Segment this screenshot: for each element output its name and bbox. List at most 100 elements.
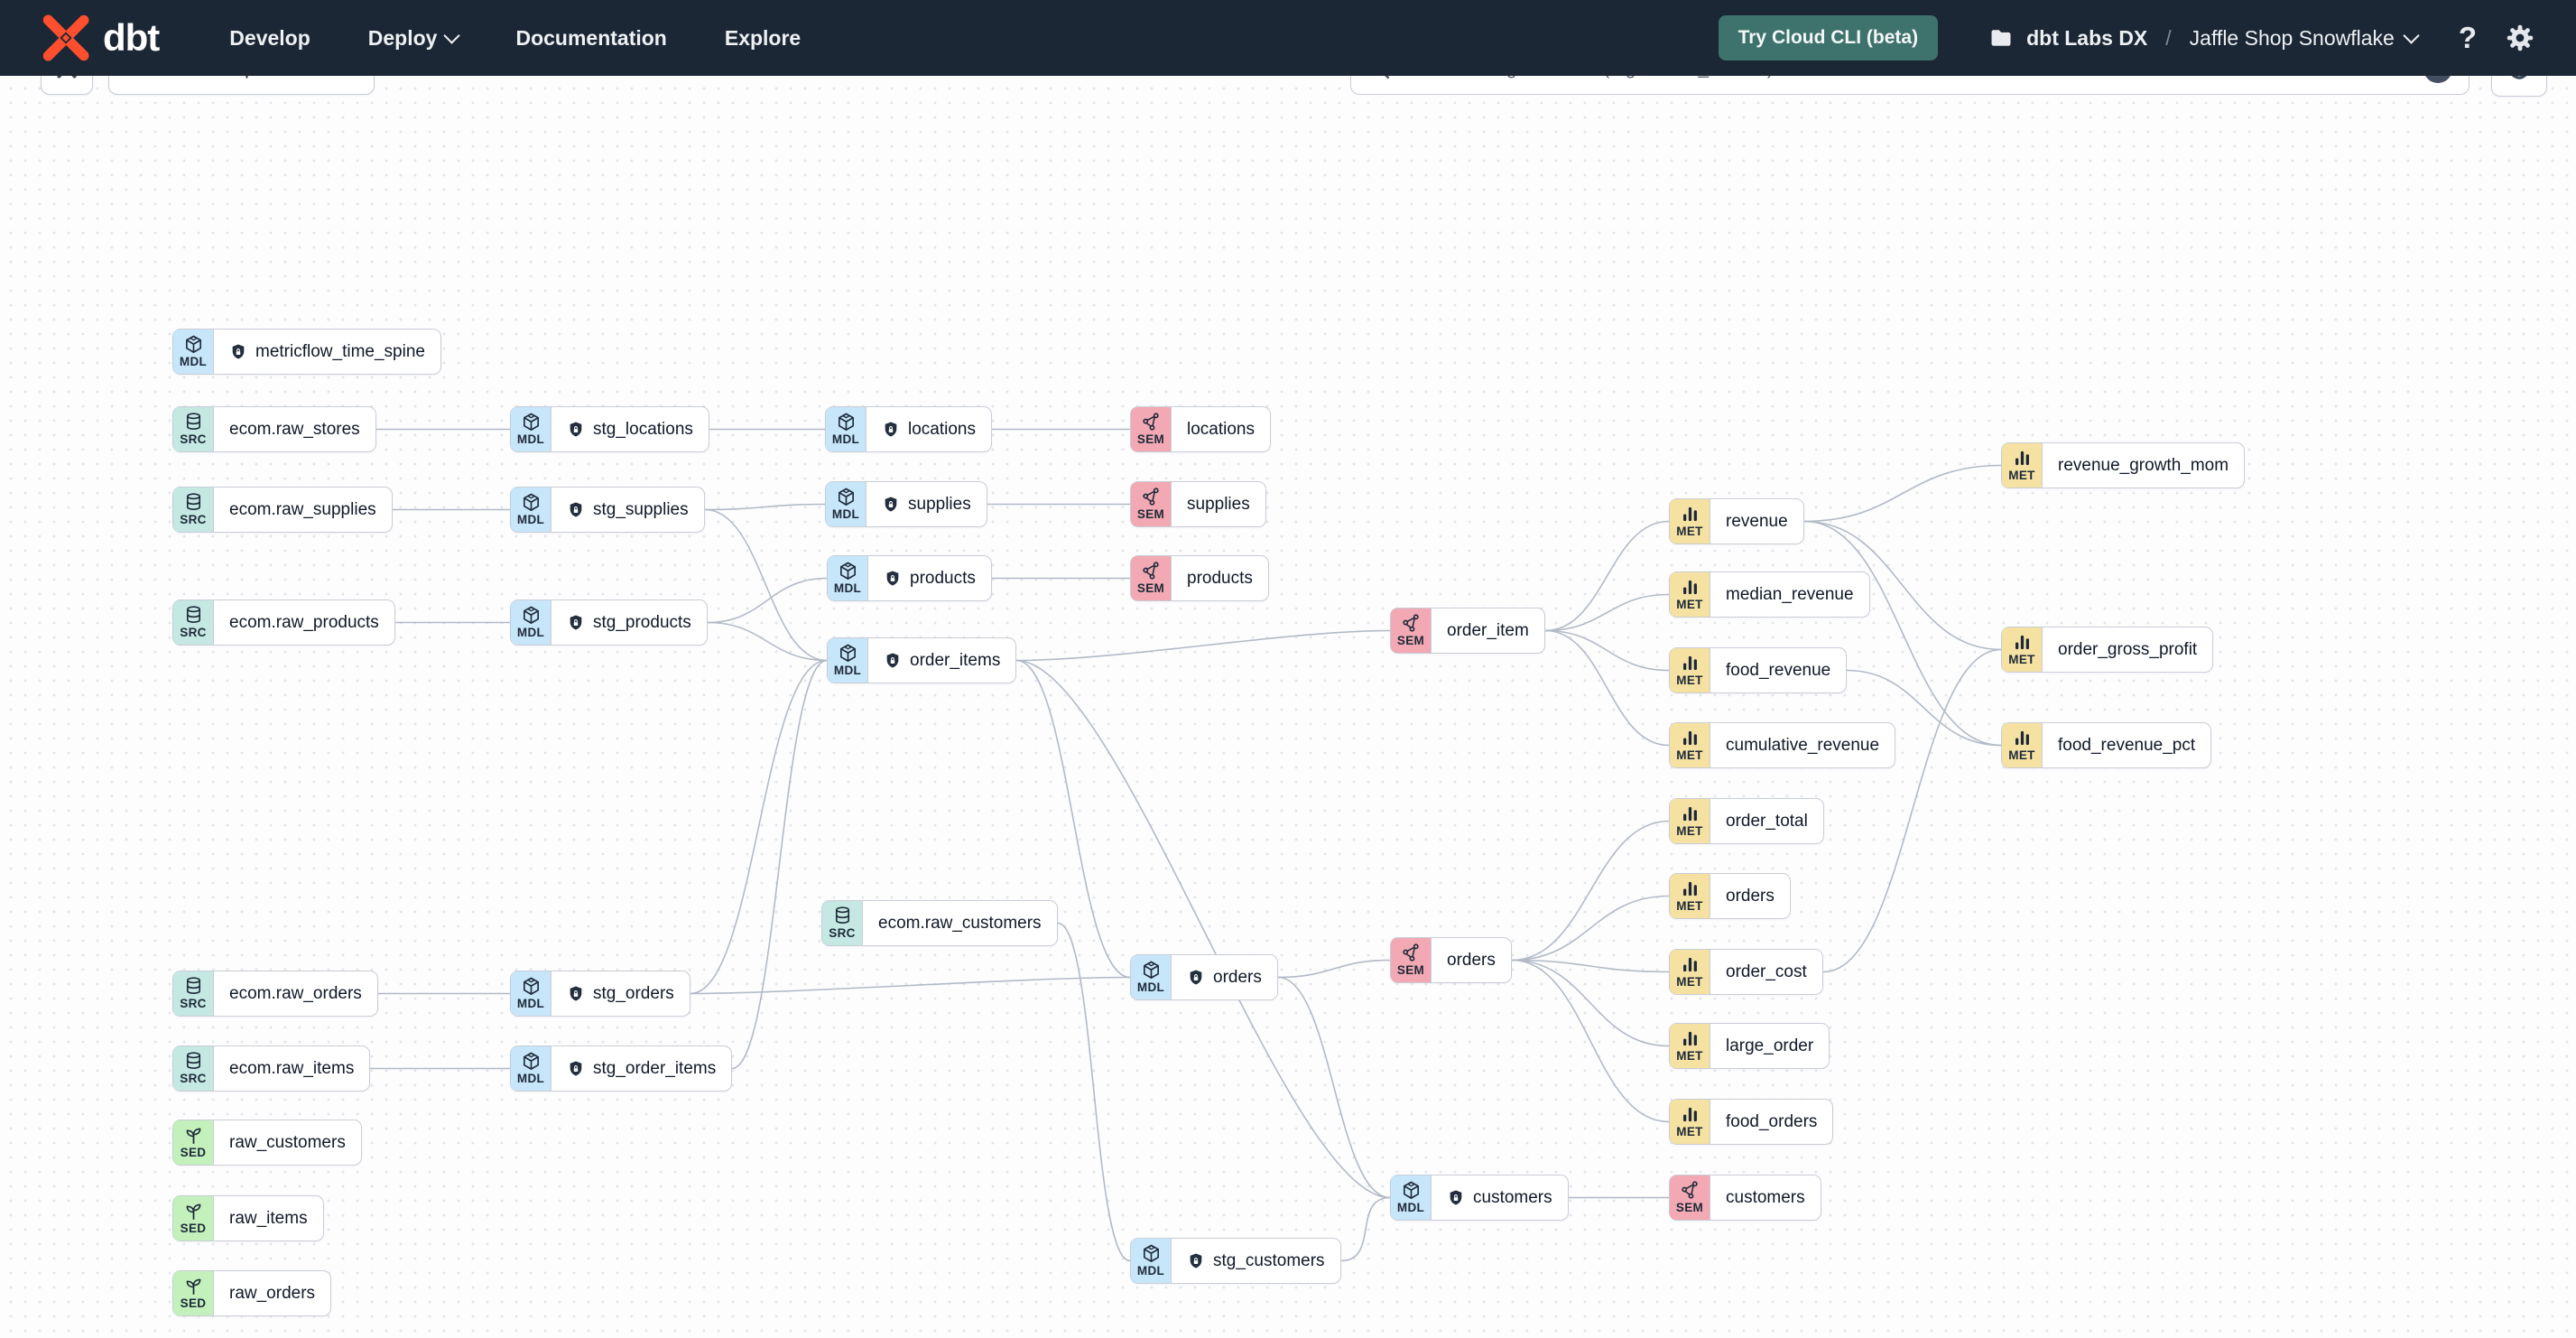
node-label-area: orders [1432,938,1511,982]
node-label: orders [1447,950,1496,970]
node-type-label: SRC [180,997,207,1011]
cube-icon: MDL [1131,1239,1172,1283]
settings-gear-icon[interactable] [2504,22,2536,54]
node-label: customers [1473,1187,1552,1207]
node-type-label: MDL [1396,1201,1425,1215]
node-label: revenue_growth_mom [2058,455,2229,475]
node-label-area: customers [1710,1175,1821,1220]
node-type-label: MDL [516,432,545,447]
node-type-label: MDL [1136,1264,1165,1278]
project-selector[interactable]: Jaffle Shop Snowflake [2190,26,2420,51]
node-mdl_order_items[interactable]: MDL order_items [827,637,1017,683]
node-type-label: SEM [1136,507,1165,522]
bar-chart-icon: MET [2002,627,2043,672]
dbt-logo[interactable]: dbt [40,12,160,64]
nav-item-explore[interactable]: Explore [724,25,802,50]
node-label: locations [908,419,976,439]
node-type-label: MDL [1136,980,1165,995]
node-type-label: MET [1676,748,1703,763]
node-label-area: order_cost [1710,950,1822,994]
node-label: stg_orders [593,983,674,1003]
bar-chart-icon: MET [2002,723,2043,767]
try-cloud-cli-button[interactable]: Try Cloud CLI (beta) [1718,15,1939,60]
semantic-model-icon: SEM [1131,556,1172,600]
node-type-label: MDL [179,355,208,369]
node-type-label: SED [180,1222,207,1236]
node-label: revenue [1726,511,1788,531]
node-type-label: SED [180,1146,207,1160]
cube-icon: MDL [511,407,551,451]
cube-icon: MDL [511,600,551,645]
node-label: locations [1187,419,1255,439]
node-type-label: SRC [180,513,207,527]
node-label-area: cumulative_revenue [1710,723,1895,767]
sprout-icon: SED [173,1120,214,1165]
node-type-label: MDL [833,581,862,596]
sprout-icon: SED [173,1271,214,1315]
cube-icon: MDL [826,482,866,526]
shield-lock-icon [1187,1252,1205,1270]
node-label-area: food_orders [1710,1100,1832,1144]
node-met_revenue_growth_mom[interactable]: MET revenue_growth_mom [2001,442,2246,488]
nav-item-develop[interactable]: Develop [229,25,310,50]
bar-chart-icon: MET [1670,799,1710,843]
node-met_cumulative_revenue[interactable]: MET cumulative_revenue [1669,722,1896,768]
nav-item-deploy[interactable]: Deploy [368,26,461,51]
node-label-area: supplies [866,482,987,526]
node-label: food_revenue [1726,660,1831,680]
node-label-area: stg_orders [551,971,690,1016]
node-label-area: order_total [1710,799,1823,843]
node-mdl_customers[interactable]: MDL customers [1390,1175,1569,1221]
nav-item-documentation[interactable]: Documentation [515,25,667,50]
node-label: order_cost [1726,962,1807,981]
node-label: order_items [910,650,1001,670]
shield-lock-icon [1447,1189,1465,1207]
node-label-area: locations [866,407,991,451]
node-label-area: ecom.raw_orders [214,971,377,1016]
help-button[interactable]: ? [2458,21,2477,54]
cube-icon: MDL [828,638,868,683]
node-type-label: MET [2008,469,2035,483]
node-label-area: ecom.raw_items [214,1046,369,1091]
node-label: ecom.raw_items [229,1058,355,1078]
cube-icon: MDL [1391,1175,1432,1220]
account-name[interactable]: dbt Labs DX [2026,25,2148,50]
node-src_orders[interactable]: SRC ecom.raw_orders [172,971,378,1017]
